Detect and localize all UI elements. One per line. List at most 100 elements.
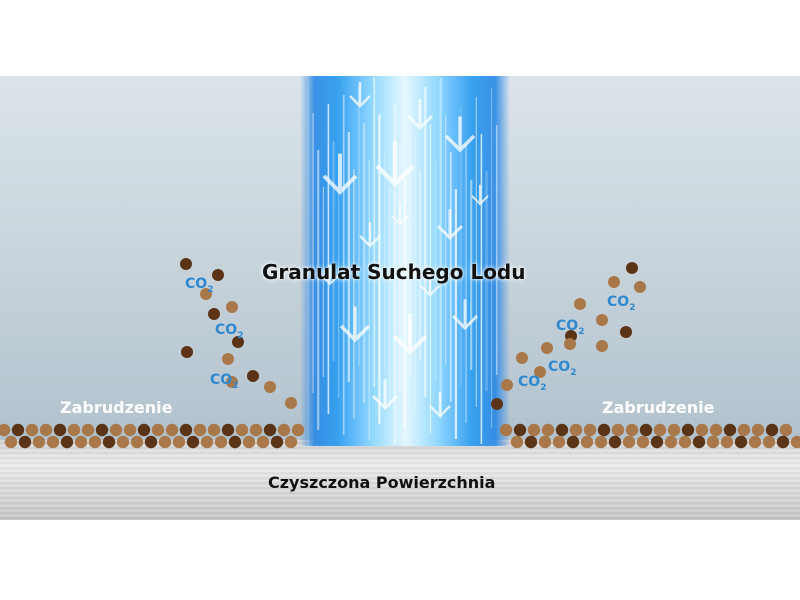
- dirt-particle: [0, 423, 11, 437]
- dirt-particle: [193, 423, 207, 437]
- dirt-particle: [706, 435, 720, 449]
- down-arrow-icon: [371, 379, 399, 411]
- flying-dirt-particle: [212, 269, 224, 281]
- dirt-particle: [228, 435, 242, 449]
- flying-dirt-particle: [596, 340, 608, 352]
- dirt-particle: [25, 423, 39, 437]
- dirt-particle: [751, 423, 765, 437]
- co2-label: CO2: [548, 359, 577, 378]
- dirt-particle: [723, 423, 737, 437]
- dirt-particle: [510, 435, 524, 449]
- flying-dirt-particle: [247, 370, 259, 382]
- dirt-particle: [4, 435, 18, 449]
- dirt-particle: [81, 423, 95, 437]
- flying-dirt-particle: [208, 308, 220, 320]
- dirt-particle: [151, 423, 165, 437]
- dirt-particle: [608, 435, 622, 449]
- dirt-particle: [242, 435, 256, 449]
- dirt-particle: [200, 435, 214, 449]
- flying-dirt-particles: [180, 258, 646, 410]
- dirt-particle: [636, 435, 650, 449]
- dirt-particle: [256, 435, 270, 449]
- dirt-particle: [137, 423, 151, 437]
- co2-label: CO2: [518, 374, 547, 393]
- surface-label: Czyszczona Powierzchnia: [268, 473, 496, 492]
- flying-dirt-particle: [232, 336, 244, 348]
- dirt-particle: [639, 423, 653, 437]
- dirt-particle: [748, 435, 762, 449]
- dirt-particle: [524, 435, 538, 449]
- dirt-particle: [681, 423, 695, 437]
- dirt-particle: [60, 435, 74, 449]
- down-arrow-icon: [444, 116, 476, 153]
- co2-label: CO2: [556, 318, 585, 337]
- dirt-particle: [538, 435, 552, 449]
- dirt-particle: [555, 423, 569, 437]
- dirt-particle: [144, 435, 158, 449]
- dirt-particle: [527, 423, 541, 437]
- dirt-particle: [776, 435, 790, 449]
- dirt-particle: [186, 435, 200, 449]
- dirt-particle: [116, 435, 130, 449]
- dirt-particle: [692, 435, 706, 449]
- down-arrow-icon: [471, 184, 489, 206]
- dirt-particle: [622, 435, 636, 449]
- down-arrow-icon: [391, 204, 409, 226]
- flying-dirt-particle: [564, 338, 576, 350]
- flying-dirt-particle: [634, 281, 646, 293]
- dirt-particle: [46, 435, 60, 449]
- flying-dirt-particle: [534, 366, 546, 378]
- dirt-particle: [695, 423, 709, 437]
- dirt-particle: [541, 423, 555, 437]
- dirt-particle: [552, 435, 566, 449]
- dirt-particle: [790, 435, 800, 449]
- down-arrow-icon: [321, 264, 339, 286]
- dirt-particle: [172, 435, 186, 449]
- dirt-particle: [277, 423, 291, 437]
- dirt-particle: [263, 423, 277, 437]
- dirt-particle: [291, 423, 305, 437]
- down-arrow-icon: [392, 313, 428, 355]
- down-arrow-icon: [359, 222, 381, 248]
- down-arrow-icon: [375, 140, 415, 188]
- dirt-particle: [709, 423, 723, 437]
- dirt-particle: [130, 435, 144, 449]
- flying-dirt-particle: [491, 398, 503, 410]
- dirt-particle: [179, 423, 193, 437]
- dirt-particle: [109, 423, 123, 437]
- dirt-particle: [88, 435, 102, 449]
- down-arrow-icon: [406, 99, 434, 131]
- dirt-particle: [762, 435, 776, 449]
- dirt-particle: [214, 435, 228, 449]
- flying-dirt-particle: [541, 342, 553, 354]
- flying-dirt-particle: [574, 298, 586, 310]
- dirt-particle: [580, 435, 594, 449]
- dirt-particle: [597, 423, 611, 437]
- dirt-particle: [611, 423, 625, 437]
- dirt-particle: [720, 435, 734, 449]
- cleaned-surface: [0, 440, 800, 520]
- dry-ice-pellets-label: Granulat Suchego Lodu: [262, 260, 526, 284]
- dirt-particle: [95, 423, 109, 437]
- dirt-particle: [123, 423, 137, 437]
- down-arrow-icon: [451, 299, 479, 331]
- dirt-particle: [53, 423, 67, 437]
- down-arrow-icon: [322, 153, 358, 195]
- dirt-particle: [737, 423, 751, 437]
- flying-dirt-particle: [264, 381, 276, 393]
- dirt-particle: [18, 435, 32, 449]
- flying-dirt-particle: [608, 276, 620, 288]
- dirt-particle: [270, 435, 284, 449]
- flying-dirt-particle: [516, 352, 528, 364]
- dirt-particle: [569, 423, 583, 437]
- dirt-particle: [32, 435, 46, 449]
- down-arrow-icon: [420, 273, 440, 297]
- dirt-particle: [594, 435, 608, 449]
- dirt-particle: [566, 435, 580, 449]
- dirt-particle: [653, 423, 667, 437]
- dirt-particle: [779, 423, 793, 437]
- dirt-particle: [74, 435, 88, 449]
- down-arrow-icon: [349, 82, 371, 108]
- dirt-particle: [667, 423, 681, 437]
- down-arrow-icon: [436, 209, 464, 241]
